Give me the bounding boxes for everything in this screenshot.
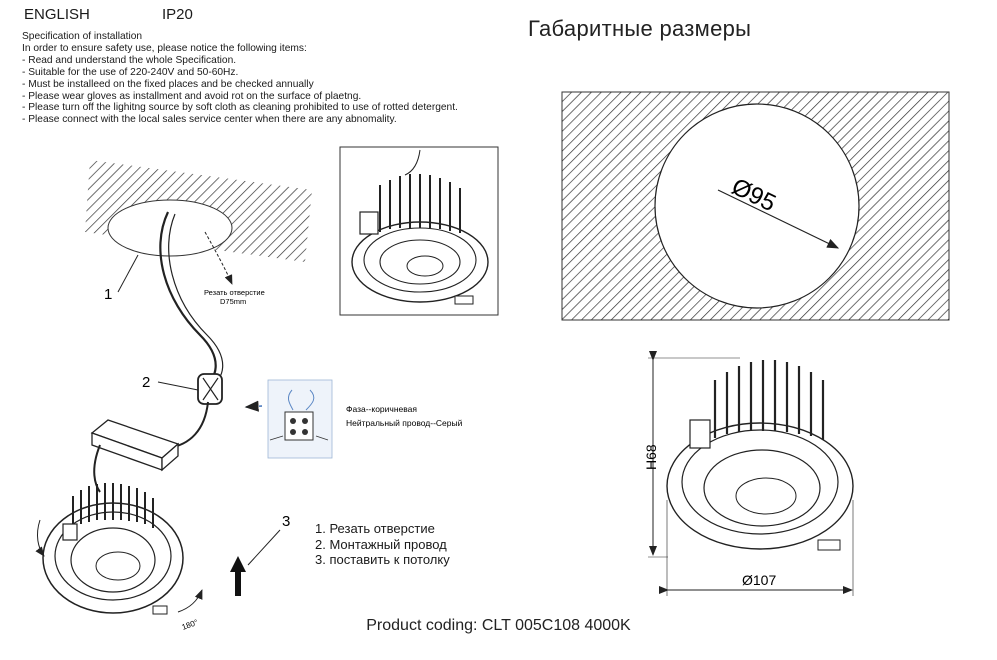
callout-1: 1 <box>104 286 112 303</box>
spec-item: - Please turn off the lighitng source by… <box>22 102 458 114</box>
push-up-arrow <box>230 556 246 596</box>
rotate-arrow-left <box>35 519 45 557</box>
spec-item: - Suitable for the use of 220-240V and 5… <box>22 66 239 78</box>
cutout-dimension-drawing <box>561 91 950 321</box>
spec-item: - Please connect with the local sales se… <box>22 114 397 126</box>
installation-specification: Specification of installation In order t… <box>22 31 542 126</box>
installation-steps: 1. Резать отверстие 2. Монтажный провод … <box>315 521 450 568</box>
spec-title: Specification of installation <box>22 31 143 42</box>
height-label: H68 <box>643 444 659 470</box>
driver-box <box>90 419 180 472</box>
ceiling-hatch <box>85 160 312 262</box>
callout-2: 2 <box>142 374 150 391</box>
product-coding: Product coding: CLT 005C108 4000K <box>366 617 631 634</box>
spec-item: - Please wear gloves as installment and … <box>22 90 362 102</box>
callout-3: 3 <box>282 513 290 530</box>
hole-label: Резать отверстие <box>204 288 265 297</box>
step-item: 2. Монтажный провод <box>315 536 447 552</box>
callout-3-leader <box>247 529 281 566</box>
callout-2-leader <box>157 381 199 391</box>
callout-1-leader <box>117 254 139 293</box>
hole-size-label: D75mm <box>220 297 246 306</box>
fixture-wire <box>93 444 101 493</box>
terminal-connector-detail <box>202 377 219 401</box>
rotate-arrow-right <box>177 589 203 613</box>
step-item: 1. Резать отверстие <box>315 521 435 536</box>
spring-clip-inset <box>339 146 499 316</box>
fixture-dimension-drawing <box>648 351 854 596</box>
wiring-neutral-label: Нейтральный провод--Серый <box>346 418 463 428</box>
driver-wire <box>167 401 209 449</box>
wiring-detail <box>244 379 333 459</box>
spec-item: - Read and understand the whole Specific… <box>22 54 237 66</box>
wiring-phase-label: Фаза--коричневая <box>346 404 417 414</box>
step-item: 3. поставить к потолку <box>315 552 450 567</box>
diameter-label: Ø107 <box>742 572 776 588</box>
hole-leader <box>204 231 233 285</box>
downlight-fixture-install <box>42 483 184 615</box>
dimensions-title: Габаритные размеры <box>528 16 752 41</box>
ip-rating-label: IP20 <box>162 6 193 23</box>
language-label: ENGLISH <box>24 6 90 23</box>
supply-wire-2 <box>168 213 224 386</box>
spec-intro: In order to ensure safety use, please no… <box>22 42 307 54</box>
spec-item: - Must be installeed on the fixed places… <box>22 78 314 90</box>
